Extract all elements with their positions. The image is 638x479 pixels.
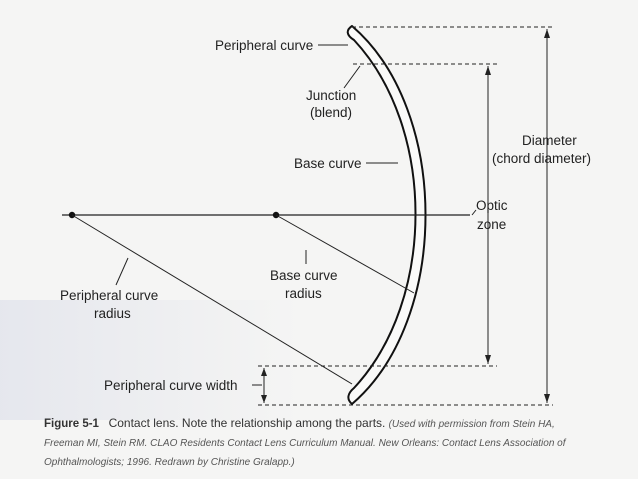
peripheral-width-arrow-bottom	[261, 395, 267, 403]
diameter-arrow-top	[544, 29, 550, 38]
peripheral-curve-radius-label-line1: Peripheral curve	[60, 288, 158, 303]
caption-main-text: Contact lens. Note the relationship amon…	[108, 416, 386, 430]
figure-number: Figure 5-1	[44, 418, 99, 430]
junction-leader	[343, 65, 361, 89]
caption-credit-part2: Freeman MI, Stein RM. CLAO Residents Con…	[44, 438, 566, 449]
peripheral-curve-radius-label-line2: radius	[94, 306, 131, 321]
junction-label-line1: Junction	[306, 88, 356, 103]
diameter-label-line2: (chord diameter)	[492, 151, 591, 166]
lens-shape	[346, 25, 427, 405]
caption-credit-part1: (Used with permission from Stein HA,	[388, 419, 555, 430]
base-curve-radius-label-line1: Base curve	[270, 268, 338, 283]
diameter-label-line1: Diameter	[522, 133, 577, 148]
junction-label-line2: (blend)	[310, 105, 352, 120]
peripheral-curve-width-label: Peripheral curve width	[104, 378, 238, 393]
base-curve-radius-label-line2: radius	[285, 286, 322, 301]
figure-caption: Figure 5-1 Contact lens. Note the relati…	[44, 414, 624, 472]
caption-credit-part3: Ophthalmologists; 1996. Redrawn by Chris…	[44, 457, 295, 468]
peripheral-width-arrow-top	[261, 368, 267, 376]
scan-shadow	[0, 300, 300, 420]
optic-zone-arrow-bottom	[485, 355, 491, 364]
optic-zone-leader	[471, 209, 477, 216]
optic-zone-label-line1: Optic	[476, 198, 508, 213]
peripheral-curve-radius-leader	[115, 257, 129, 286]
base-curve-label: Base curve	[294, 156, 362, 171]
peripheral-curve-radius-line	[71, 214, 353, 385]
base-curve-radius-line	[275, 214, 415, 294]
diameter-arrow-bottom	[544, 394, 550, 403]
optic-zone-arrow-top	[485, 66, 491, 75]
optic-zone-label-line2: zone	[477, 217, 506, 232]
peripheral-curve-label: Peripheral curve	[215, 38, 313, 53]
